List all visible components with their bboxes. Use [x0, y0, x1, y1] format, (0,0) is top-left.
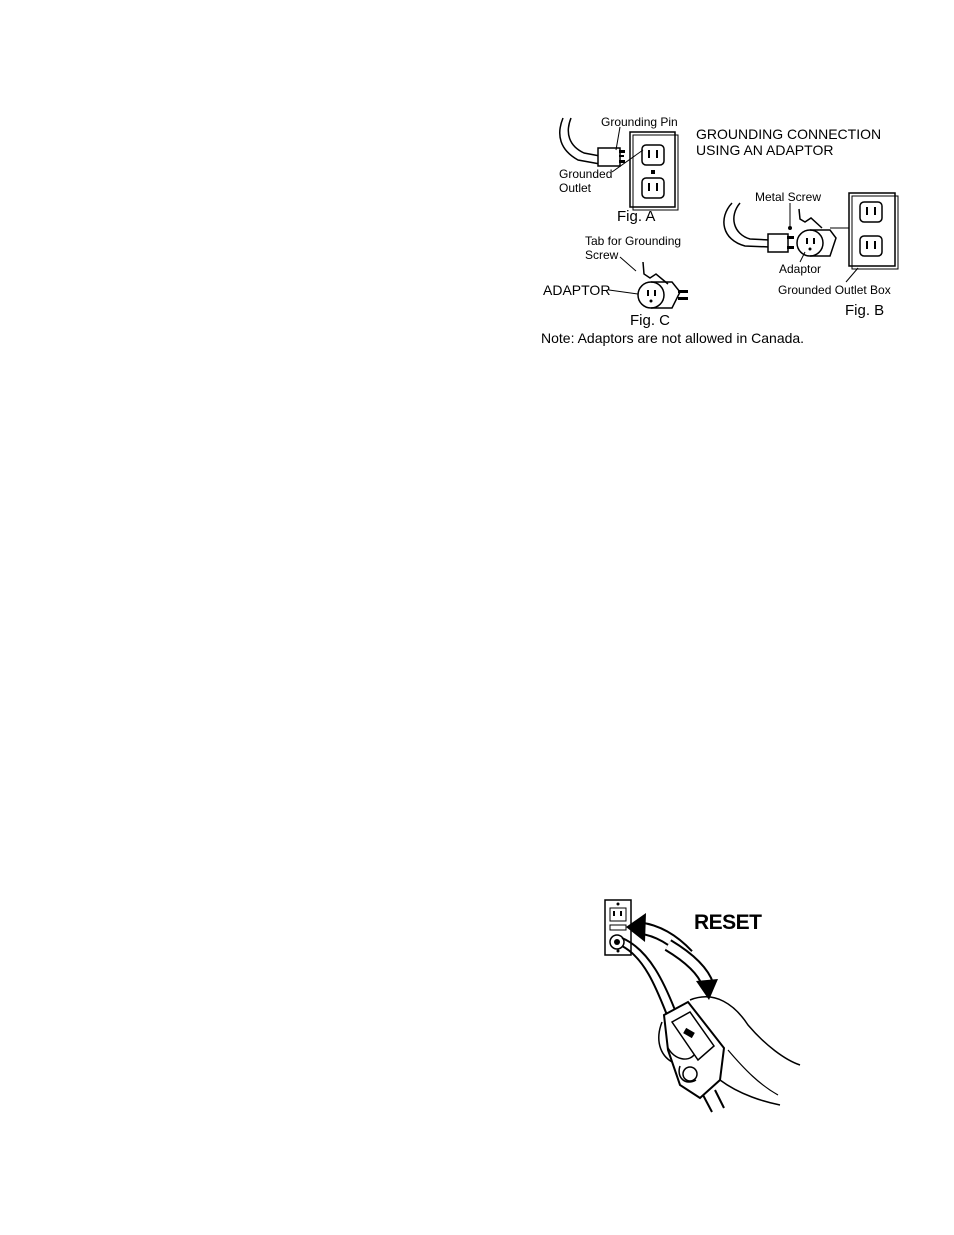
reset-label: RESET [694, 912, 762, 933]
